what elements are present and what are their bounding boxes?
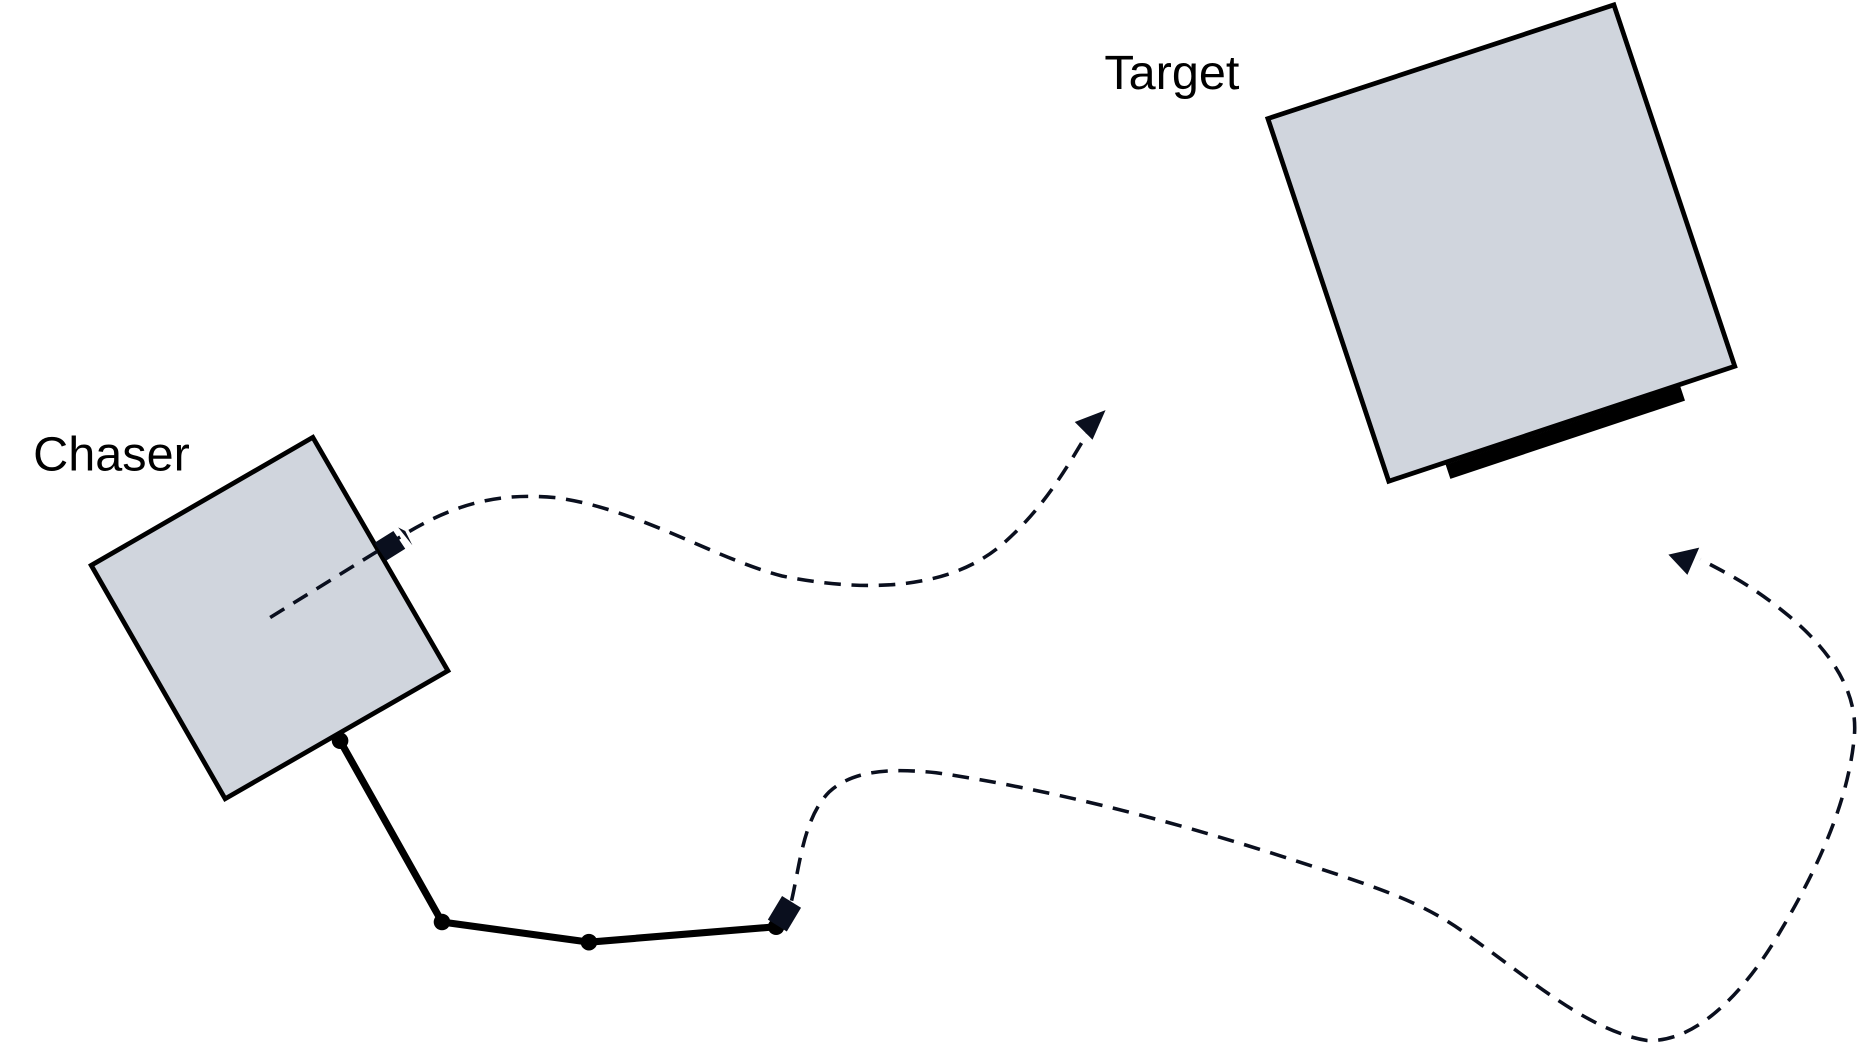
chaser-gripper xyxy=(374,530,406,561)
arm-path-arrowhead-icon xyxy=(1668,547,1700,575)
target-docking-bar xyxy=(1445,386,1685,479)
arm-joint-wrist xyxy=(580,933,598,951)
robotic-arm xyxy=(336,738,777,946)
target-label: Target xyxy=(1104,46,1240,100)
approach-arrowhead-icon xyxy=(1074,410,1106,440)
target-body xyxy=(1264,1,1738,485)
arm-joint-elbow xyxy=(433,913,451,931)
end-effector xyxy=(767,895,802,932)
chaser-body xyxy=(88,434,452,803)
arm-capture-path-dashed xyxy=(789,557,1857,1043)
approach-path-dashed xyxy=(269,431,1090,619)
arm-joint-base xyxy=(331,732,349,750)
chaser-label: Chaser xyxy=(33,428,190,482)
